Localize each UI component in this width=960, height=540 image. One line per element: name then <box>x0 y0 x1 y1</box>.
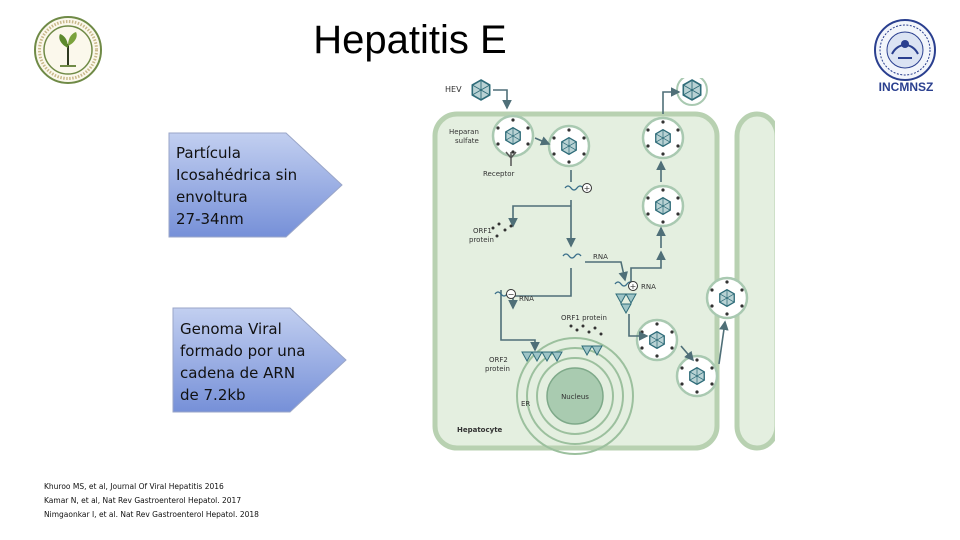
orf1-label-2: protein <box>469 236 494 244</box>
orf2-label-2: protein <box>485 365 510 373</box>
particle-info-line: envoltura <box>176 188 248 206</box>
reference-item: Nimgaonkar I, et al. Nat Rev Gastroenter… <box>44 510 259 519</box>
minus-sign: − <box>508 290 515 299</box>
released-virion <box>682 79 702 101</box>
particle-info-line: Icosahédrica sin <box>176 166 298 184</box>
entry-vesicle <box>493 116 533 156</box>
hev-label: HEV <box>445 85 462 94</box>
exit-vesicle-top <box>643 118 683 158</box>
er-and-nucleus <box>516 337 634 455</box>
genome-info-line: formado por una <box>180 342 306 360</box>
reference-item: Khuroo MS, et al, Journal Of Viral Hepat… <box>44 482 224 491</box>
assembly-vesicle-1 <box>637 320 677 360</box>
left-institution-logo <box>34 16 102 84</box>
heparan-label-1: Heparan <box>449 128 479 136</box>
rna-label: RNA <box>593 253 608 261</box>
page-title: Hepatitis E <box>313 18 507 62</box>
plus-sign-right: + <box>630 282 637 291</box>
er-label: ER <box>521 400 530 408</box>
assembly-vesicle-2 <box>677 356 717 396</box>
lifecycle-arrows <box>493 87 729 365</box>
receptor-shape <box>505 151 517 166</box>
orf1-mid-label: ORF1 protein <box>561 314 607 322</box>
orf2-label-1: ORF2 <box>489 356 508 364</box>
references: Khuroo MS, et al, Journal Of Viral Hepat… <box>44 480 259 522</box>
incmnsz-logo <box>874 19 936 81</box>
rna-right-label: RNA <box>641 283 656 291</box>
reference-item: Kamar N, et al, Nat Rev Gastroenterol He… <box>44 496 242 505</box>
neighbor-cell <box>734 111 775 451</box>
exit-vesicle-mid <box>643 186 683 226</box>
particle-info-text: Partícula Icosahédrica sin envoltura 27-… <box>176 142 297 230</box>
rna-minus-label: RNA <box>519 295 534 303</box>
released-virion-right <box>707 278 747 318</box>
orf1-label-1: ORF1 <box>473 227 492 235</box>
hev-virion <box>471 79 491 101</box>
genome-info-text: Genoma Viral formado por una cadena de A… <box>180 318 305 406</box>
orf1-protein-dots <box>491 222 603 336</box>
nucleus-label: Nucleus <box>561 393 589 401</box>
heparan-label-2: sulfate <box>455 137 479 145</box>
particle-info-shape <box>168 132 343 238</box>
genome-info-shape <box>172 307 347 413</box>
particle-info-line: Partícula <box>176 144 241 162</box>
receptor-label: Receptor <box>483 170 514 178</box>
particle-info-line: 27-34nm <box>176 210 244 228</box>
rna-sign-circles <box>506 183 638 299</box>
genome-info-line: cadena de ARN <box>180 364 296 382</box>
plus-sign: + <box>584 184 591 193</box>
endosome-vesicle <box>549 126 589 166</box>
genome-info-line: de 7.2kb <box>180 386 246 404</box>
hev-lifecycle-diagram: + − + HEV Heparan sulfate Receptor ORF1 … <box>432 78 775 455</box>
genome-info-line: Genoma Viral <box>180 320 282 338</box>
hepatocyte-label: Hepatocyte <box>457 426 503 434</box>
incmnsz-label: INCMNSZ <box>878 80 934 94</box>
